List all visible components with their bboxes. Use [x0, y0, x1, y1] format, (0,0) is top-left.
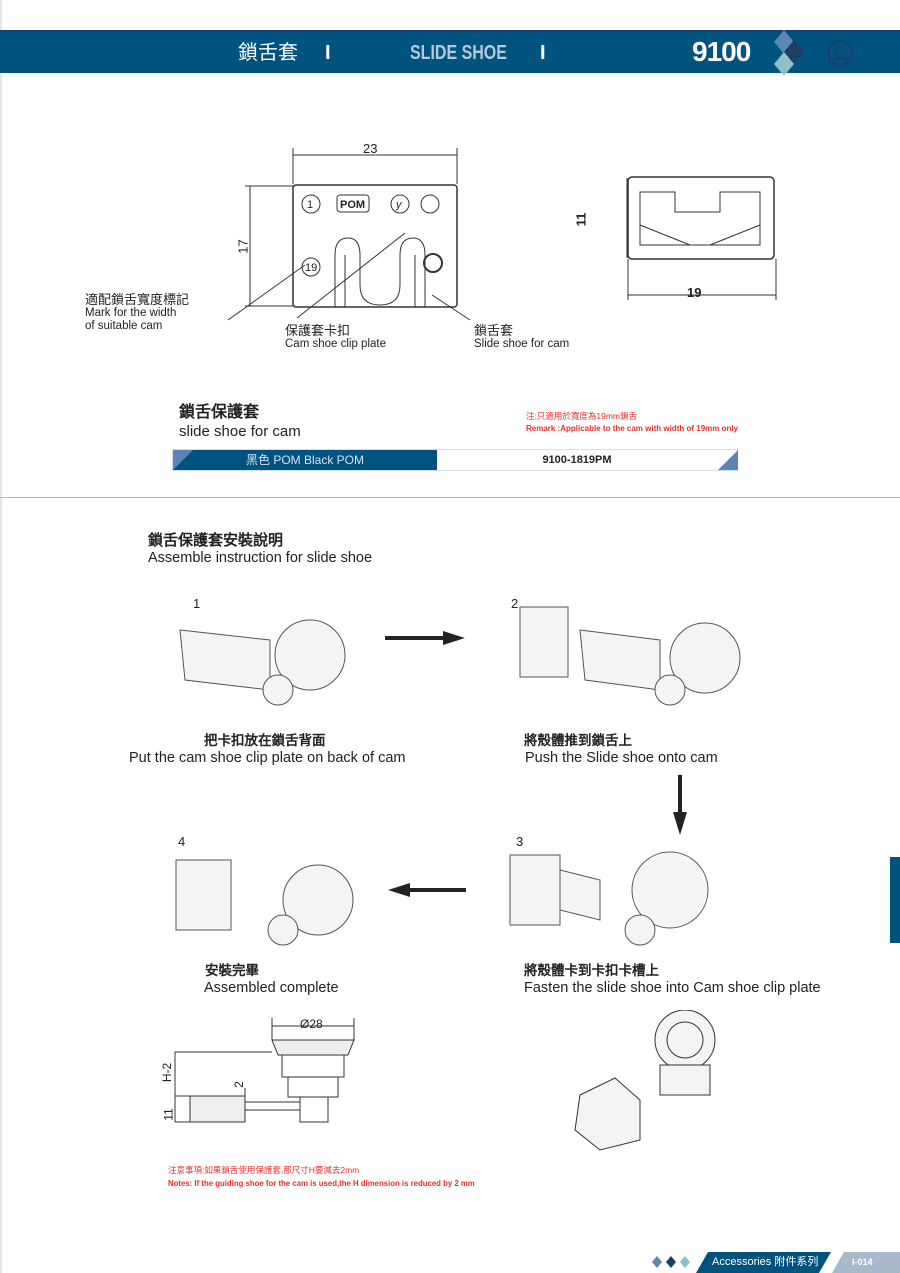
dim-h: H-2: [160, 1062, 175, 1083]
step-4-en: Assembled complete: [204, 980, 339, 996]
callout-clip-plate: 保護套卡扣 Cam shoe clip plate: [285, 323, 386, 351]
header-separator: I: [325, 42, 331, 64]
callout-cn: 適配鎖舌寬度標記: [85, 292, 190, 307]
page-number: I-014: [832, 1252, 900, 1273]
callout-en: Cam shoe clip plate: [285, 338, 386, 350]
step-number: 1: [193, 596, 201, 611]
callout-en: of suitable cam: [85, 320, 163, 332]
dim-width: 23: [363, 141, 378, 156]
corner-triangle-icon: [718, 450, 738, 470]
side-tab: [890, 857, 900, 943]
step-number: 2: [511, 596, 519, 611]
dimension-drawing: [174, 1010, 716, 1151]
step-number: 4: [178, 834, 186, 849]
footer-section: Accessories 附件系列: [696, 1252, 831, 1273]
header-title-cn: 鎖舌套: [238, 42, 298, 64]
mark-y: y: [395, 199, 403, 211]
remark-cn: 注:只適用於寬度為19mm鎖舌: [526, 411, 637, 421]
assembly-illustrations: [175, 606, 741, 946]
dim-diameter: Ø28: [300, 1017, 323, 1031]
product-table-row: 黑色 POM Black POM 9100-1819PM: [172, 449, 738, 471]
product-title-en: slide shoe for cam: [179, 423, 301, 440]
color-cell: 黑色 POM Black POM: [173, 450, 437, 470]
slide-shoe-drawing: 1 POM y 19: [245, 148, 777, 308]
notes-en: Notes: If the guiding shoe for the cam i…: [168, 1179, 475, 1188]
instructions-title-cn: 鎖舌保護套安裝說明: [148, 532, 284, 549]
mark-pom: POM: [340, 199, 365, 211]
diamond-logo-icon: [774, 30, 804, 75]
callout-slide-shoe: 鎖舌套 Slide shoe for cam: [474, 323, 569, 351]
header-bar: 鎖舌套 I SLIDE SHOE I 9100: [0, 30, 900, 75]
step-2-en: Push the Slide shoe onto cam: [525, 750, 718, 766]
dim-11: 11: [161, 1108, 176, 1121]
callout-cn: 保護套卡扣: [285, 323, 351, 338]
mark-19: 19: [305, 262, 317, 274]
callout-mark-width: 適配鎖舌寬度標記 Mark for the width of suitable …: [85, 292, 189, 333]
header-title-en: SLIDE SHOE: [410, 42, 507, 64]
mark-1: 1: [307, 199, 313, 211]
part-number: 9100-1819PM: [542, 454, 612, 466]
arrows: [385, 631, 687, 897]
step-1-cn: 把卡扣放在鎖舌背面: [204, 733, 326, 748]
callout-en: Slide shoe for cam: [474, 338, 570, 350]
instructions-title-en: Assemble instruction for slide shoe: [148, 550, 373, 566]
step-4-cn: 安裝完畢: [205, 963, 259, 978]
footer-diamonds-icon: [652, 1256, 690, 1268]
brand-logo-icon: [827, 40, 853, 66]
step-number: 3: [516, 834, 524, 849]
step-3-en: Fasten the slide shoe into Cam shoe clip…: [524, 980, 821, 996]
notes-cn: 注意事項:如果鎖舌使用保護套,那尺寸H要減去2mm: [168, 1165, 360, 1175]
callout-lines: [227, 232, 471, 321]
callout-en: Mark for the width: [85, 307, 177, 319]
step-2-cn: 將殼體推到鎖舌上: [524, 733, 632, 748]
page-edge: [0, 0, 2, 1273]
header-separator-2: I: [540, 42, 546, 64]
dim-side-width: 19: [687, 285, 702, 300]
header-model: 9100: [692, 36, 751, 67]
dim-2: 2: [231, 1081, 246, 1088]
callout-cn: 鎖舌套: [474, 323, 514, 338]
product-title-cn: 鎖舌保護套: [179, 404, 260, 421]
remark-en: Remark :Applicable to the cam with width…: [526, 424, 739, 433]
step-1-en: Put the cam shoe clip plate on back of c…: [129, 750, 406, 766]
corner-triangle-icon: [173, 450, 193, 470]
section-divider: [0, 497, 900, 498]
step-3-cn: 將殼體卡到卡扣卡槽上: [524, 963, 659, 978]
